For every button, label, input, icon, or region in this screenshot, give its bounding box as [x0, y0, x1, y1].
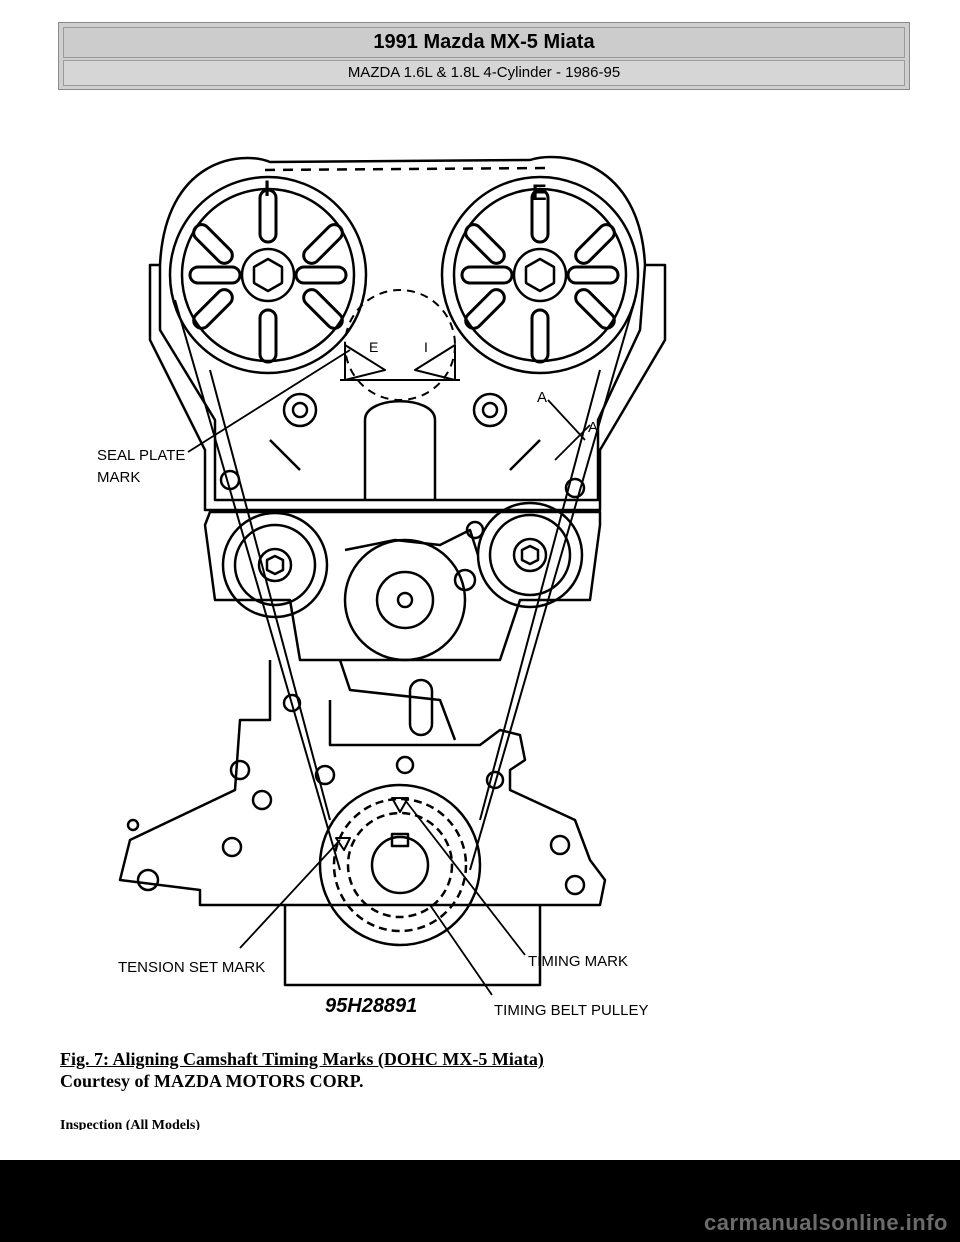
footer-bar: carmanualsonline.info: [0, 1160, 960, 1242]
label-cam-i: I: [264, 176, 270, 201]
caption-title[interactable]: Fig. 7: Aligning Camshaft Timing Marks (…: [60, 1049, 544, 1069]
crank-pulley: [318, 783, 482, 947]
leader-a-upper: [547, 399, 586, 441]
water-pump: [343, 538, 467, 662]
label-timing-mark: TIMING MARK: [528, 953, 628, 970]
leader-timing-mark: [404, 799, 526, 956]
caption-credit: Courtesy of MAZDA MOTORS CORP.: [60, 1071, 364, 1091]
figure-code: 95H28891: [325, 995, 417, 1017]
leader-tension: [239, 839, 341, 949]
timing-mark-circle: [344, 289, 456, 401]
timing-belt-diagram: SEAL PLATE MARK A A I E E I TENSION SET …: [97, 155, 667, 1019]
leader-timing-belt-pulley: [429, 904, 493, 996]
tensioner-pulley-left: [221, 511, 329, 619]
label-inner-e: E: [369, 339, 378, 355]
timing-belt: [174, 299, 636, 871]
label-seal-plate: SEAL PLATE: [97, 447, 185, 464]
manual-page: 1991 Mazda MX-5 Miata MAZDA 1.6L & 1.8L …: [58, 22, 910, 1130]
figure-caption: Fig. 7: Aligning Camshaft Timing Marks (…: [60, 1048, 544, 1092]
tensioner-pulley-right: [476, 501, 584, 609]
watermark-text: carmanualsonline.info: [704, 1210, 948, 1235]
label-tension-set-mark: TENSION SET MARK: [118, 959, 265, 976]
page-subtitle: MAZDA 1.6L & 1.8L 4-Cylinder - 1986-95: [63, 60, 905, 86]
label-cam-e: E: [532, 180, 547, 205]
page-header: 1991 Mazda MX-5 Miata MAZDA 1.6L & 1.8L …: [58, 22, 910, 90]
engine-block-lower: [118, 660, 607, 907]
page-title: 1991 Mazda MX-5 Miata: [63, 27, 905, 58]
label-a-lower: A: [588, 419, 598, 436]
exhaust-cam-pulley: [440, 175, 640, 375]
label-inner-i: I: [424, 339, 428, 355]
leader-a-lower: [554, 424, 591, 461]
cam-cover: [158, 155, 647, 266]
section-heading: Inspection (All Models): [60, 1118, 200, 1130]
head-outline: [148, 263, 667, 512]
leader-seal-plate: [187, 349, 351, 453]
intake-cam-pulley: [168, 175, 368, 375]
label-a-upper: A: [537, 389, 547, 406]
label-timing-belt-pulley: TIMING BELT PULLEY: [494, 1002, 649, 1019]
top-dash: [264, 166, 546, 172]
label-seal-plate-mark: MARK: [97, 469, 140, 486]
